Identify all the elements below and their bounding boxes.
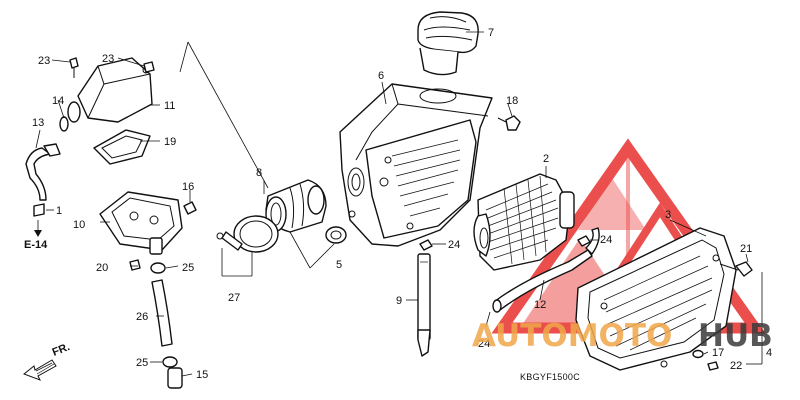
callout-8: 8	[256, 167, 262, 179]
front-direction-indicator: FR.	[23, 341, 72, 381]
washer-24a-part	[419, 239, 433, 251]
bolt-18-part	[497, 115, 521, 131]
air-cleaner-case-part	[339, 83, 493, 247]
callout-24b: 24	[600, 234, 612, 246]
bolt-20-part	[129, 259, 141, 271]
callout-25a: 25	[182, 262, 194, 274]
callout-7: 7	[488, 27, 494, 39]
clip-14-part	[59, 116, 69, 132]
leader-lines	[35, 31, 763, 377]
callout-5: 5	[336, 259, 342, 271]
grommet-5-part	[325, 226, 347, 244]
callout-24a: 24	[448, 239, 460, 251]
air-cleaner-cover-part	[575, 227, 737, 371]
clip-25b-part	[162, 356, 178, 368]
callout-18: 18	[506, 95, 518, 107]
callout-26: 26	[136, 311, 148, 323]
callout-23b: 23	[102, 53, 114, 65]
callout-9: 9	[396, 295, 402, 307]
separator-body-part	[99, 191, 183, 255]
front-arrow-icon	[23, 359, 57, 381]
breather-tube-part	[417, 253, 431, 357]
watermark-text: AUTOMOTO HUB	[472, 318, 773, 354]
callout-23a: 23	[38, 55, 50, 67]
callout-15: 15	[196, 369, 208, 381]
callout-11: 11	[164, 100, 175, 112]
clip-1-part	[33, 203, 45, 217]
callout-25b: 25	[136, 357, 148, 369]
callout-16: 16	[182, 181, 194, 193]
diagram-code: KBGYF1500C	[520, 372, 580, 382]
snorkel-part	[417, 11, 479, 76]
callout-3: 3	[665, 209, 671, 221]
hose-band-part	[216, 215, 279, 253]
callout-12: 12	[534, 299, 546, 311]
callout-2: 2	[543, 153, 549, 165]
callout-10: 10	[73, 219, 85, 231]
screw-23a-part	[69, 57, 79, 78]
breather-hose-part	[25, 143, 61, 201]
screw-22-part	[707, 361, 719, 371]
bolt-16-part	[183, 201, 197, 215]
valve-cap-part	[67, 57, 153, 123]
callout-20: 20	[96, 262, 108, 274]
reference-label: E-14	[24, 239, 48, 251]
grommet-17-part	[692, 349, 704, 359]
watermark-text-part2: HUB	[698, 318, 773, 354]
clip-25a-part	[150, 262, 166, 274]
drain-tube-26-part	[151, 279, 173, 347]
callout-19: 19	[164, 136, 176, 148]
screw-23b-part	[143, 61, 155, 73]
callout-4: 4	[766, 347, 772, 359]
callout-14: 14	[52, 95, 64, 107]
gasket-part	[93, 129, 151, 165]
plug-15-part	[167, 367, 183, 389]
front-label: FR.	[51, 341, 72, 359]
screw-21-part	[719, 261, 753, 277]
callout-17: 17	[712, 347, 724, 359]
air-filter-element-part	[473, 173, 575, 271]
watermark-text-part1: AUTOMOTO	[472, 318, 672, 354]
callout-22: 22	[730, 360, 742, 372]
drain-tube-part	[492, 227, 600, 313]
callout-labels: 1 1 2 3 4 5 6 7 8 9 10 11 12 13 14 15 16…	[32, 27, 772, 381]
callout-1: 1	[56, 205, 62, 217]
callout-27: 27	[228, 292, 240, 304]
connecting-tube-part	[265, 179, 327, 233]
callout-6: 6	[378, 70, 384, 82]
callout-13: 13	[32, 117, 44, 129]
callout-21: 21	[740, 243, 752, 255]
reference-e14: E-14	[24, 220, 48, 251]
callout-24c: 24	[478, 338, 490, 350]
washer-24b-part	[577, 235, 591, 247]
